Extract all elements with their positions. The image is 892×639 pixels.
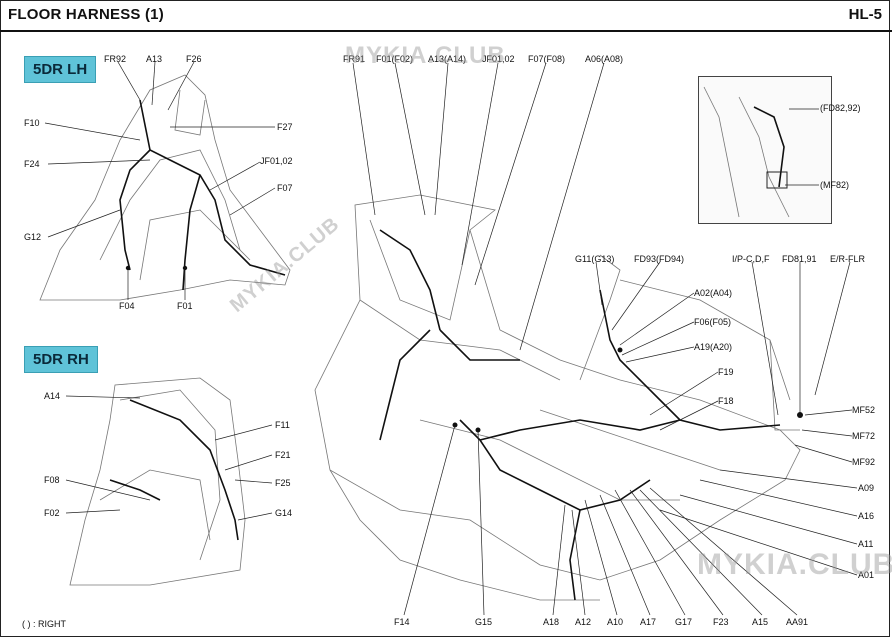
footnote-right-legend: ( ) : RIGHT — [22, 619, 66, 629]
label-fr91: FR91 — [343, 54, 366, 64]
label-a06-a08: A06(A08) — [585, 54, 624, 64]
label-fr92: FR92 — [104, 54, 127, 64]
harness-routes — [109, 99, 781, 601]
label-aa91: AA91 — [786, 617, 809, 627]
label-f14: F14 — [394, 617, 410, 627]
label-g11-g13: G11(G13) — [575, 254, 615, 264]
label-a18: A18 — [543, 617, 560, 627]
label-mf72: MF72 — [852, 431, 876, 441]
label-a13: A13 — [146, 54, 163, 64]
label-f18: F18 — [718, 396, 734, 406]
label-g14: G14 — [275, 508, 293, 518]
body-outlines — [39, 74, 801, 601]
label-f21: F21 — [275, 450, 291, 460]
label-f26: F26 — [186, 54, 202, 64]
label-g15: G15 — [475, 617, 493, 627]
label-a13-a14: A13(A14) — [428, 54, 467, 64]
label-f08: F08 — [44, 475, 60, 485]
connector-detail-inset — [698, 76, 832, 224]
label-f07: F07 — [277, 183, 293, 193]
label-a12: A12 — [575, 617, 592, 627]
label-fd93-fd94: FD93(FD94) — [634, 254, 685, 264]
label-mf52: MF52 — [852, 405, 876, 415]
page-title: FLOOR HARNESS (1) — [8, 6, 164, 23]
connector-dots — [125, 265, 803, 433]
badge-5dr-rh: 5DR RH — [24, 346, 98, 373]
label-f10: F10 — [24, 118, 40, 128]
label-a11: A11 — [858, 539, 874, 549]
header-bar: FLOOR HARNESS (1) HL-5 — [0, 0, 892, 30]
label-a14: A14 — [44, 391, 61, 401]
label-ip-cdf: I/P-C,D,F — [732, 254, 770, 264]
label-mf82: (MF82) — [820, 180, 849, 190]
label-f02: F02 — [44, 508, 60, 518]
label-jf01-02-lh: JF01,02 — [260, 156, 293, 166]
badge-5dr-lh: 5DR LH — [24, 56, 97, 83]
label-a17: A17 — [640, 617, 657, 627]
label-a10: A10 — [607, 617, 624, 627]
label-f06-f05: F06(F05) — [694, 317, 732, 327]
label-f11: F11 — [275, 420, 290, 430]
header-divider — [0, 30, 892, 32]
label-fd82-92: (FD82,92) — [820, 103, 861, 113]
label-g17: G17 — [675, 617, 693, 627]
label-f25: F25 — [275, 478, 291, 488]
watermark-top: MYKIA.CLUB — [345, 42, 506, 69]
label-a01: A01 — [858, 570, 875, 580]
label-a19-a20: A19(A20) — [694, 342, 733, 352]
label-f01-f02: F01(F02) — [376, 54, 414, 64]
label-a16: A16 — [858, 511, 875, 521]
label-f07-f08: F07(F08) — [528, 54, 566, 64]
label-a15: A15 — [752, 617, 769, 627]
label-fd81-91: FD81,91 — [782, 254, 817, 264]
label-f01: F01 — [177, 301, 193, 311]
label-a09: A09 — [858, 483, 875, 493]
watermark-bottom: MYKIA.CLUB — [697, 548, 892, 581]
label-a02-a04: A02(A04) — [694, 288, 733, 298]
label-er-flr: E/R-FLR — [830, 254, 866, 264]
label-jf01-02-main: JF01,02 — [482, 54, 515, 64]
inset-drawing — [703, 86, 819, 218]
leader-lines — [44, 61, 858, 616]
label-g12: G12 — [24, 232, 42, 242]
label-f24: F24 — [24, 159, 40, 169]
label-f27: F27 — [277, 122, 293, 132]
label-f23: F23 — [713, 617, 729, 627]
label-f19: F19 — [718, 367, 734, 377]
label-mf92: MF92 — [852, 457, 876, 467]
label-f04: F04 — [119, 301, 135, 311]
page-number: HL-5 — [848, 6, 882, 23]
